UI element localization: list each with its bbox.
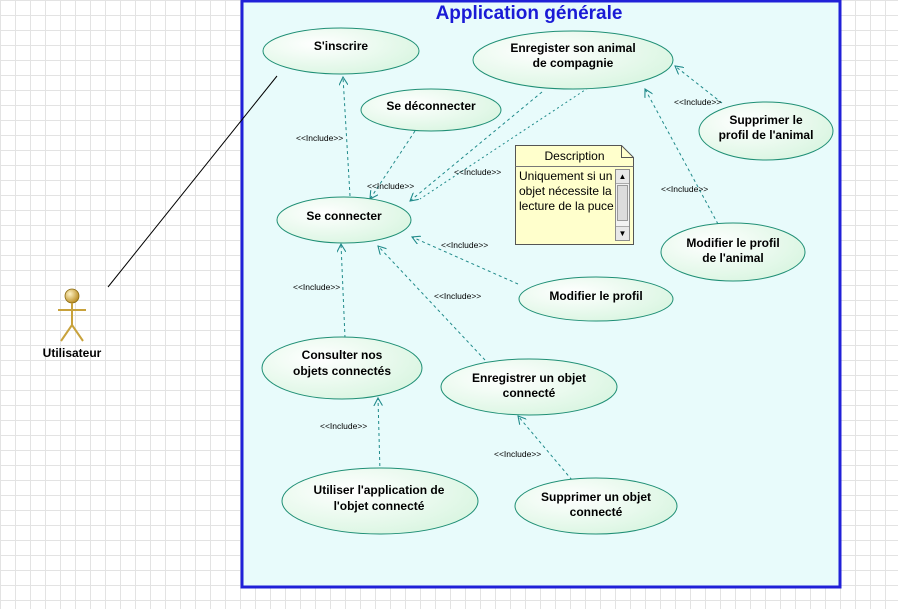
include-line[interactable] (410, 91, 543, 201)
use-case-label: Modifier le profil (686, 236, 779, 250)
use-case-label: Utiliser l'application de (314, 483, 445, 497)
use-case-label: de compagnie (533, 56, 614, 70)
use-case-label: objets connectés (293, 364, 391, 378)
use-case-utiliser-application[interactable]: Utiliser l'application de l'objet connec… (281, 467, 479, 535)
use-case-label: de l'animal (702, 251, 764, 265)
include-label: <<Include>> (661, 184, 708, 194)
actor-head-icon (64, 288, 80, 304)
use-case-consulter-objets[interactable]: Consulter nos objets connectés (261, 336, 423, 400)
use-case-deconnecter[interactable]: Se déconnecter (360, 88, 502, 132)
use-case-label: Supprimer un objet (541, 490, 651, 504)
use-case-enregistrer-animal[interactable]: Enregister son animal de compagnie (472, 30, 674, 90)
include-line[interactable] (343, 77, 351, 197)
use-case-label: S'inscrire (314, 39, 369, 53)
include-line[interactable] (675, 66, 723, 104)
use-case-label: Enregistrer un objet (472, 371, 586, 385)
use-case-inscrire[interactable]: S'inscrire (262, 27, 420, 75)
note-title: Description (544, 149, 605, 163)
scroll-thumb[interactable] (617, 185, 628, 221)
include-label: <<Include>> (441, 240, 488, 250)
include-line[interactable] (419, 87, 589, 200)
note-shape (515, 145, 634, 245)
include-label: <<Include>> (674, 97, 721, 107)
use-case-se-connecter[interactable]: Se connecter (276, 196, 412, 244)
use-case-supprimer-objet[interactable]: Supprimer un objet connecté (514, 477, 678, 535)
use-case-label: Se déconnecter (386, 99, 476, 113)
scroll-down-icon[interactable]: ▼ (616, 226, 629, 240)
note-scrollbar[interactable]: ▲ ▼ (615, 169, 630, 241)
scroll-up-icon[interactable]: ▲ (616, 170, 629, 184)
include-label: <<Include>> (320, 421, 367, 431)
include-line[interactable] (341, 244, 345, 339)
include-label: <<Include>> (296, 133, 343, 143)
use-case-label: Consulter nos (302, 348, 383, 362)
include-label: <<Include>> (494, 449, 541, 459)
association-line[interactable] (107, 75, 278, 288)
include-label: <<Include>> (293, 282, 340, 292)
use-case-label: Modifier le profil (549, 289, 642, 303)
use-case-modifier-profil[interactable]: Modifier le profil (518, 276, 674, 322)
actor-utilisateur[interactable]: Utilisateur (43, 288, 102, 360)
include-line[interactable] (378, 398, 380, 473)
system-title: Application générale (436, 3, 623, 24)
description-note[interactable]: Description Uniquement si un objet néces… (515, 145, 634, 245)
include-label: <<Include>> (367, 181, 414, 191)
use-case-label: Se connecter (306, 209, 382, 223)
include-labels: <<Include>> <<Include>> <<Include>> <<In… (293, 97, 721, 459)
use-case-label: connecté (570, 505, 623, 519)
use-case-label: l'objet connecté (334, 499, 425, 513)
include-line[interactable] (518, 416, 573, 481)
use-case-label: connecté (503, 386, 556, 400)
include-dependencies (341, 66, 723, 481)
include-line[interactable] (370, 130, 416, 199)
use-case-label: profil de l'animal (719, 128, 814, 142)
use-case-enregistrer-objet[interactable]: Enregistrer un objet connecté (440, 358, 618, 416)
use-case-label: Supprimer le (729, 113, 803, 127)
include-line[interactable] (645, 89, 719, 225)
include-label: <<Include>> (434, 291, 481, 301)
include-line[interactable] (412, 237, 519, 285)
use-case-supprimer-profil-animal[interactable]: Supprimer le profil de l'animal (698, 101, 834, 161)
use-case-modifier-profil-animal[interactable]: Modifier le profil de l'animal (660, 222, 806, 282)
include-label: <<Include>> (454, 167, 501, 177)
use-case-label: Enregister son animal (510, 41, 635, 55)
include-line[interactable] (378, 246, 486, 361)
actor-label: Utilisateur (43, 346, 102, 360)
note-body: Uniquement si un objet nécessite la lect… (519, 169, 614, 213)
